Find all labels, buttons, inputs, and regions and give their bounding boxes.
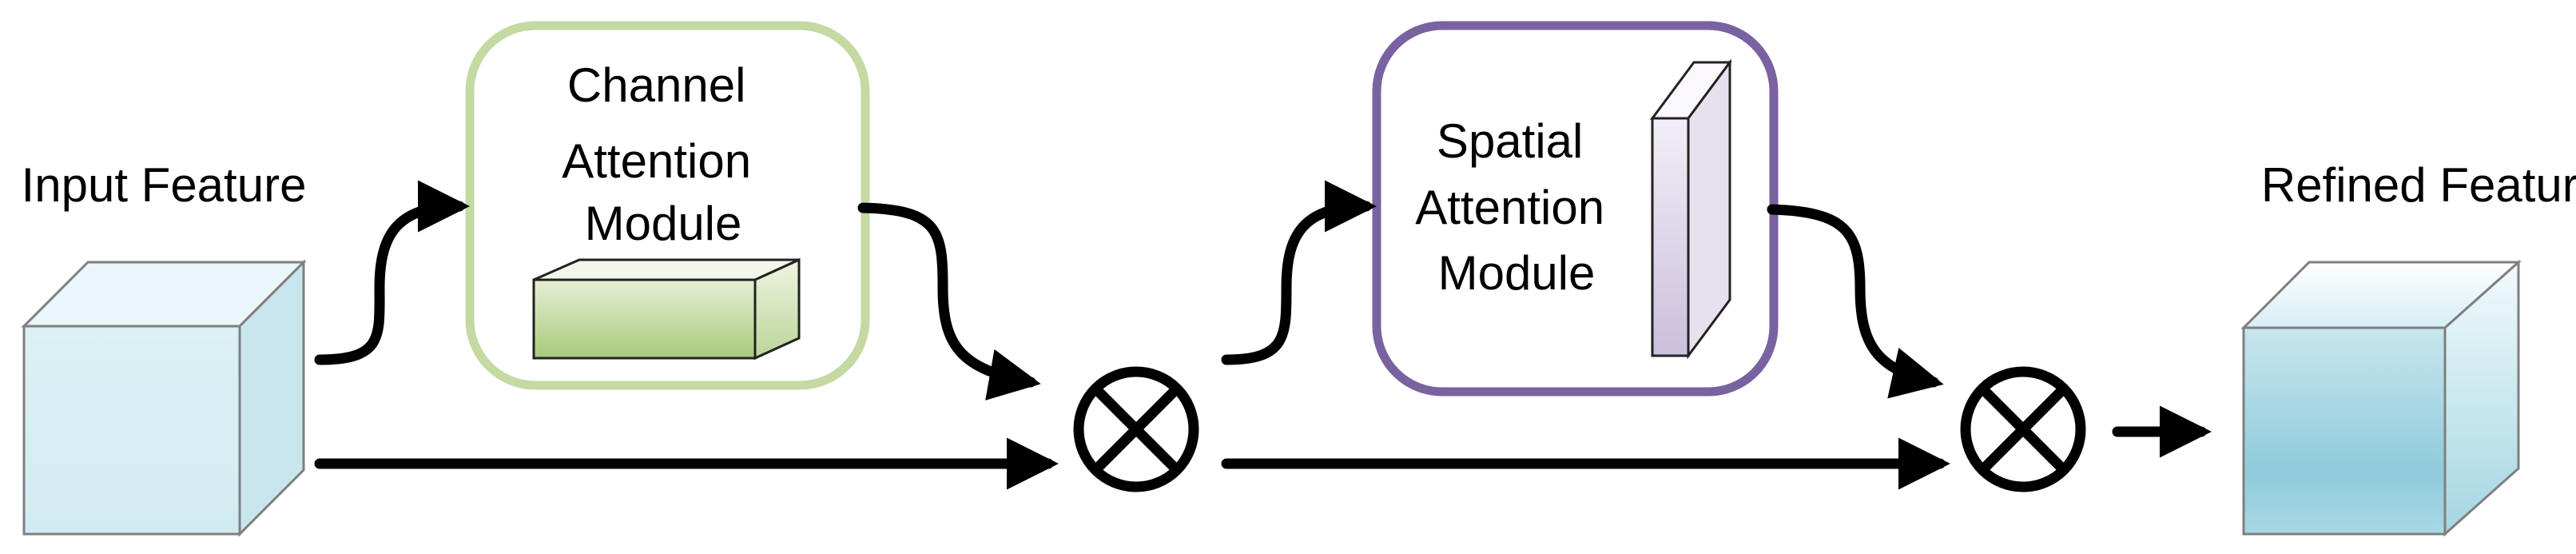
refined-feature-label: Refined Feature	[2261, 158, 2576, 212]
channel-attention-module: Channel Attention Module	[465, 21, 870, 390]
svg-text:Spatial Attention: Spatial Attention Module	[1415, 114, 1618, 300]
refined-feature-cube	[2240, 259, 2522, 537]
arrow-multiply-1-to-spatial	[1221, 180, 1377, 365]
input-feature-label: Input Feature	[22, 158, 307, 212]
arrow-input-to-channel	[314, 180, 470, 365]
spatial-label-line2: Attention	[1415, 181, 1604, 234]
channel-label-line3: Module	[585, 197, 742, 250]
spatial-label-line3: Module	[1438, 246, 1596, 300]
circle-times-icon	[1073, 366, 1199, 492]
spatial-label-line1: Spatial	[1437, 114, 1583, 168]
input-feature-cube	[21, 259, 307, 537]
arrow-channel-to-multiply-1	[857, 202, 1041, 401]
spatial-block	[1650, 58, 1732, 360]
svg-text:Channel Attention: Channel Attention Module	[562, 58, 765, 250]
spatial-attention-module: Spatial Attention Module	[1372, 21, 1779, 397]
channel-block	[532, 257, 801, 361]
channel-label-line2: Attention	[562, 134, 751, 188]
channel-label-line1: Channel	[567, 58, 746, 112]
circle-times-icon	[1960, 366, 2086, 492]
arrow-spatial-to-multiply-2	[1767, 204, 1944, 399]
